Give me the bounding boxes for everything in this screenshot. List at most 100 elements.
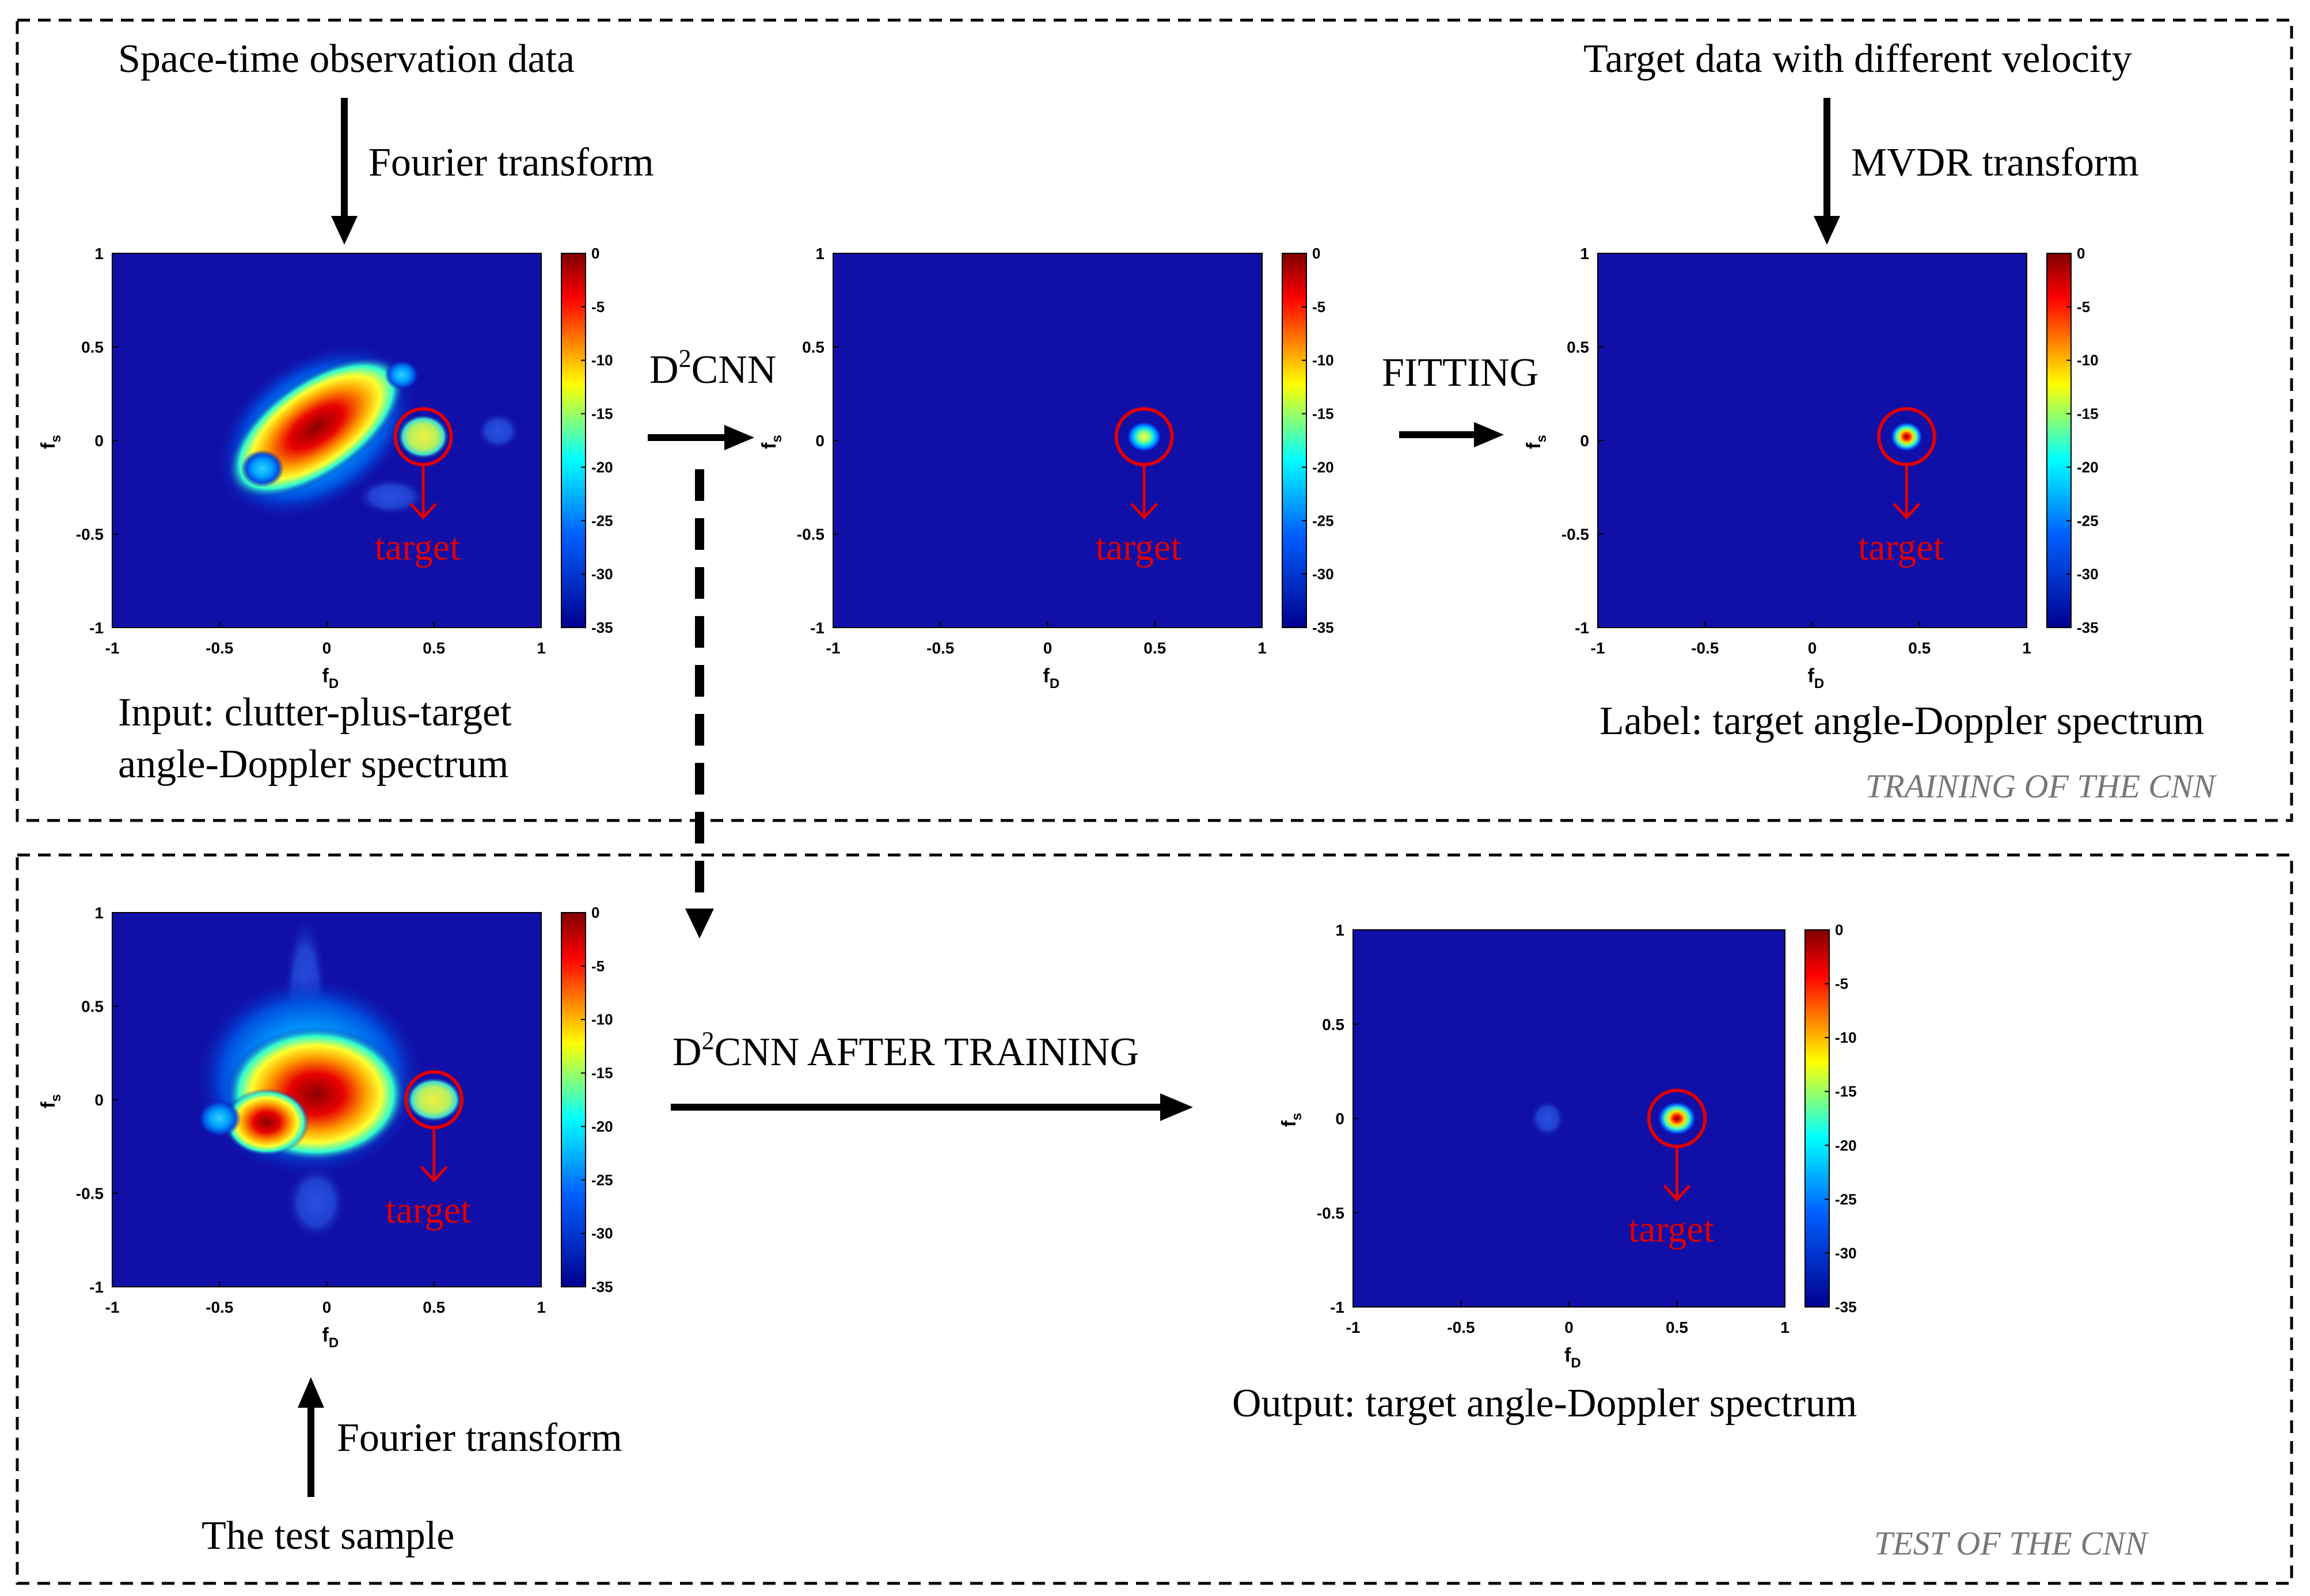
colorbar-tick-label: -35: [591, 1278, 613, 1295]
x-tick-label: -0.5: [206, 639, 233, 657]
x-axis-label: fD: [1808, 665, 1825, 691]
target-pointer-head: [1663, 1184, 1691, 1202]
colorbar-tick-label: -35: [1835, 1298, 1857, 1316]
x-tick-label: -1: [105, 1298, 120, 1316]
colorbar-tick-label: -30: [591, 565, 613, 583]
y-tick-label: 0.5: [1322, 1016, 1344, 1033]
colorbar-tick-label: -15: [591, 1065, 613, 1082]
test-section-frame: [16, 853, 2293, 1585]
colorbar: [1804, 929, 1830, 1308]
colorbar-tick-label: 0: [1312, 245, 1320, 262]
heatmap-area: [1353, 930, 1785, 1307]
y-tick-label: 0.5: [1567, 339, 1589, 356]
target-pointer-head: [1130, 503, 1158, 520]
test-section-title: TEST OF THE CNN: [1874, 1525, 2149, 1562]
d2cnn-label: D2CNN: [649, 344, 776, 392]
x-tick-label: 0: [322, 1298, 332, 1316]
fourier-arrow-head: [331, 216, 358, 245]
colorbar-tick-label: -5: [591, 298, 605, 316]
fourier-transform-label-bottom: Fourier transform: [337, 1416, 622, 1460]
x-tick-label: -1: [826, 639, 841, 657]
output-caption: Output: target angle-Doppler spectrum: [1232, 1381, 1857, 1426]
colorbar-tick-label: -15: [1312, 405, 1334, 423]
colorbar-tick-label: -10: [2077, 352, 2099, 369]
colorbar: [1282, 253, 1307, 628]
fitting-label: FITTING: [1382, 351, 1538, 395]
heatmap-area: [112, 913, 541, 1287]
colorbar-tick-label: -20: [591, 458, 613, 476]
y-tick-label: -1: [1575, 619, 1589, 637]
colorbar-tick-label: -5: [2077, 298, 2090, 316]
y-axis-label: fs: [37, 1094, 64, 1108]
x-axis-label: fD: [322, 665, 339, 691]
x-tick-label: -0.5: [206, 1298, 233, 1316]
x-tick-label: 0.5: [423, 639, 445, 657]
x-tick-label: 0.5: [1908, 639, 1931, 657]
y-tick-label: -1: [89, 619, 104, 637]
x-tick-label: 0: [1808, 639, 1817, 657]
target-annotation: target: [385, 1189, 471, 1231]
x-tick-label: 0: [322, 639, 332, 657]
y-tick-label: 0.5: [81, 998, 104, 1016]
test-sample-label: The test sample: [202, 1514, 454, 1558]
target-pointer-head: [420, 1165, 448, 1183]
y-axis-label: fs: [1278, 1113, 1305, 1127]
target-annotation: target: [1628, 1208, 1714, 1250]
x-tick-label: 1: [1780, 1318, 1790, 1336]
target-annotation: target: [1858, 526, 1944, 568]
y-tick-label: 0: [815, 432, 825, 450]
colorbar-tick-label: 0: [2077, 245, 2085, 262]
y-tick-label: 1: [1580, 245, 1589, 263]
y-tick-label: 0: [94, 1091, 104, 1109]
colorbar-tick-label: -35: [2077, 619, 2099, 636]
colorbar-tick-label: -20: [1835, 1137, 1857, 1154]
mvdr-arrow-head: [1814, 216, 1840, 245]
y-axis-label: fs: [37, 435, 64, 449]
y-tick-label: 1: [94, 245, 104, 263]
colorbar-tick-label: -25: [1312, 512, 1334, 529]
x-tick-label: 0: [1043, 639, 1053, 657]
heatmap-area: [833, 253, 1262, 628]
x-axis-label: fD: [322, 1324, 339, 1351]
x-axis-label: fD: [1043, 665, 1060, 691]
d2cnn-arrow-head: [724, 425, 754, 450]
colorbar-tick-label: -20: [1312, 458, 1334, 476]
colorbar-tick-label: -35: [1312, 619, 1334, 636]
label-caption: Label: target angle-Doppler spectrum: [1599, 699, 2204, 743]
colorbar-tick-label: -30: [591, 1225, 613, 1242]
colorbar-tick-label: -20: [2077, 458, 2099, 476]
x-axis-label: fD: [1564, 1344, 1581, 1371]
y-tick-label: 0: [1580, 432, 1589, 450]
training-section-title: TRAINING OF THE CNN: [1866, 767, 2217, 805]
x-tick-label: 0.5: [1143, 639, 1166, 657]
colorbar-tick-label: -10: [591, 1011, 613, 1028]
y-axis-label: fs: [758, 435, 785, 449]
fitting-arrow-head: [1474, 422, 1504, 447]
d2cnn-after-arrow-head: [1160, 1093, 1193, 1121]
input-caption-line1: Input: clutter-plus-target: [118, 690, 512, 735]
colorbar-tick-label: -30: [2077, 565, 2099, 583]
target-annotation: target: [1096, 526, 1181, 568]
y-tick-label: -0.5: [76, 526, 104, 544]
y-tick-label: 1: [1335, 921, 1344, 939]
heatmap-area: [1598, 253, 2027, 628]
x-tick-label: -1: [1591, 639, 1605, 657]
x-tick-label: 1: [2022, 639, 2031, 657]
colorbar-tick-label: 0: [591, 245, 599, 262]
target-pointer-head: [409, 503, 437, 520]
x-tick-label: 0.5: [1666, 1318, 1688, 1336]
y-tick-label: -1: [810, 619, 825, 637]
x-tick-label: 1: [537, 1298, 546, 1316]
y-axis-label: fs: [1523, 435, 1549, 449]
space-time-data-label: Space-time observation data: [118, 37, 575, 81]
colorbar: [561, 912, 586, 1287]
y-tick-label: 1: [815, 245, 825, 263]
colorbar-tick-label: -5: [1312, 298, 1325, 316]
y-tick-label: -0.5: [1561, 526, 1589, 544]
y-tick-label: -0.5: [1317, 1204, 1344, 1222]
colorbar-tick-label: -20: [591, 1118, 613, 1135]
